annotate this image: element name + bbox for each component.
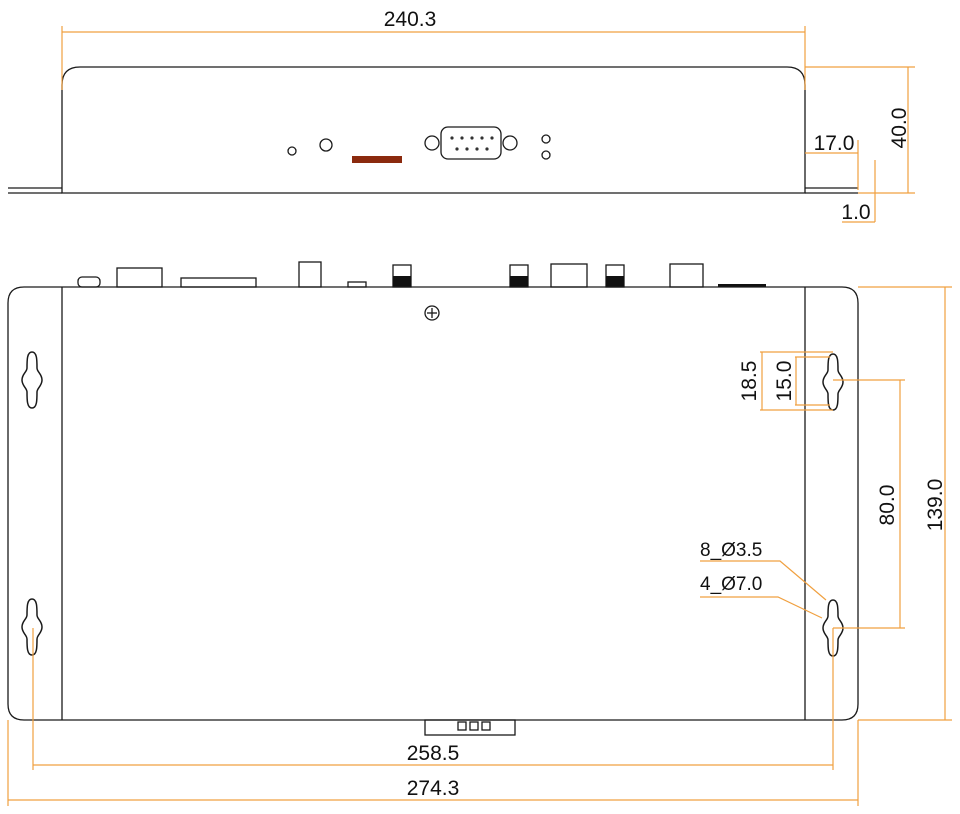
dimension-label: 240.3 (384, 8, 437, 31)
led-indicator (541, 134, 551, 144)
hole-label: 8_Ø3.5 (700, 540, 762, 561)
hole-label: 4_Ø7.0 (700, 574, 762, 595)
front-width-dimension: 240.3 (61, 8, 806, 90)
plan-view (7, 261, 859, 736)
plate-height-dimension: 139.0 (858, 286, 952, 721)
thickness-dimension: 1.0 (841, 160, 876, 224)
front-view (8, 66, 858, 194)
rear-connectors (77, 261, 766, 288)
base-plate (7, 286, 859, 721)
front-height-dimension: 40.0 (805, 66, 915, 194)
front-view-body (61, 66, 806, 194)
dimension-label: 1.0 (841, 201, 870, 224)
flange-dimension: 17.0 (805, 132, 859, 190)
dimension-label: 274.3 (407, 777, 460, 800)
mounting-slot (21, 598, 43, 656)
dimension-label: 15.0 (773, 361, 796, 402)
dimension-label: 40.0 (888, 108, 911, 149)
db9-serial-port (424, 126, 518, 160)
dimension-label: 80.0 (876, 485, 899, 526)
hole-spacing-dimension: 80.0 (833, 379, 905, 629)
led-strip (352, 156, 402, 163)
mounting-slot (822, 353, 844, 411)
front-connector (424, 719, 516, 736)
slot-outer-dimension: 18.5 (738, 351, 833, 411)
dimension-label: 139.0 (924, 479, 947, 532)
hole-labels: 8_Ø3.5 4_Ø7.0 (700, 540, 827, 619)
button-icon (319, 138, 333, 152)
dimension-label: 17.0 (814, 132, 855, 155)
screw-icon (424, 305, 440, 321)
led-indicator (541, 150, 551, 160)
mounting-slot (21, 351, 43, 409)
dimension-label: 258.5 (407, 742, 460, 765)
overall-width-dimension: 274.3 (7, 720, 859, 806)
slot-inner-dimension: 15.0 (773, 356, 830, 406)
dimension-label: 18.5 (738, 361, 761, 402)
led-indicator (287, 146, 297, 156)
hole-span-dimension: 258.5 (32, 628, 834, 770)
